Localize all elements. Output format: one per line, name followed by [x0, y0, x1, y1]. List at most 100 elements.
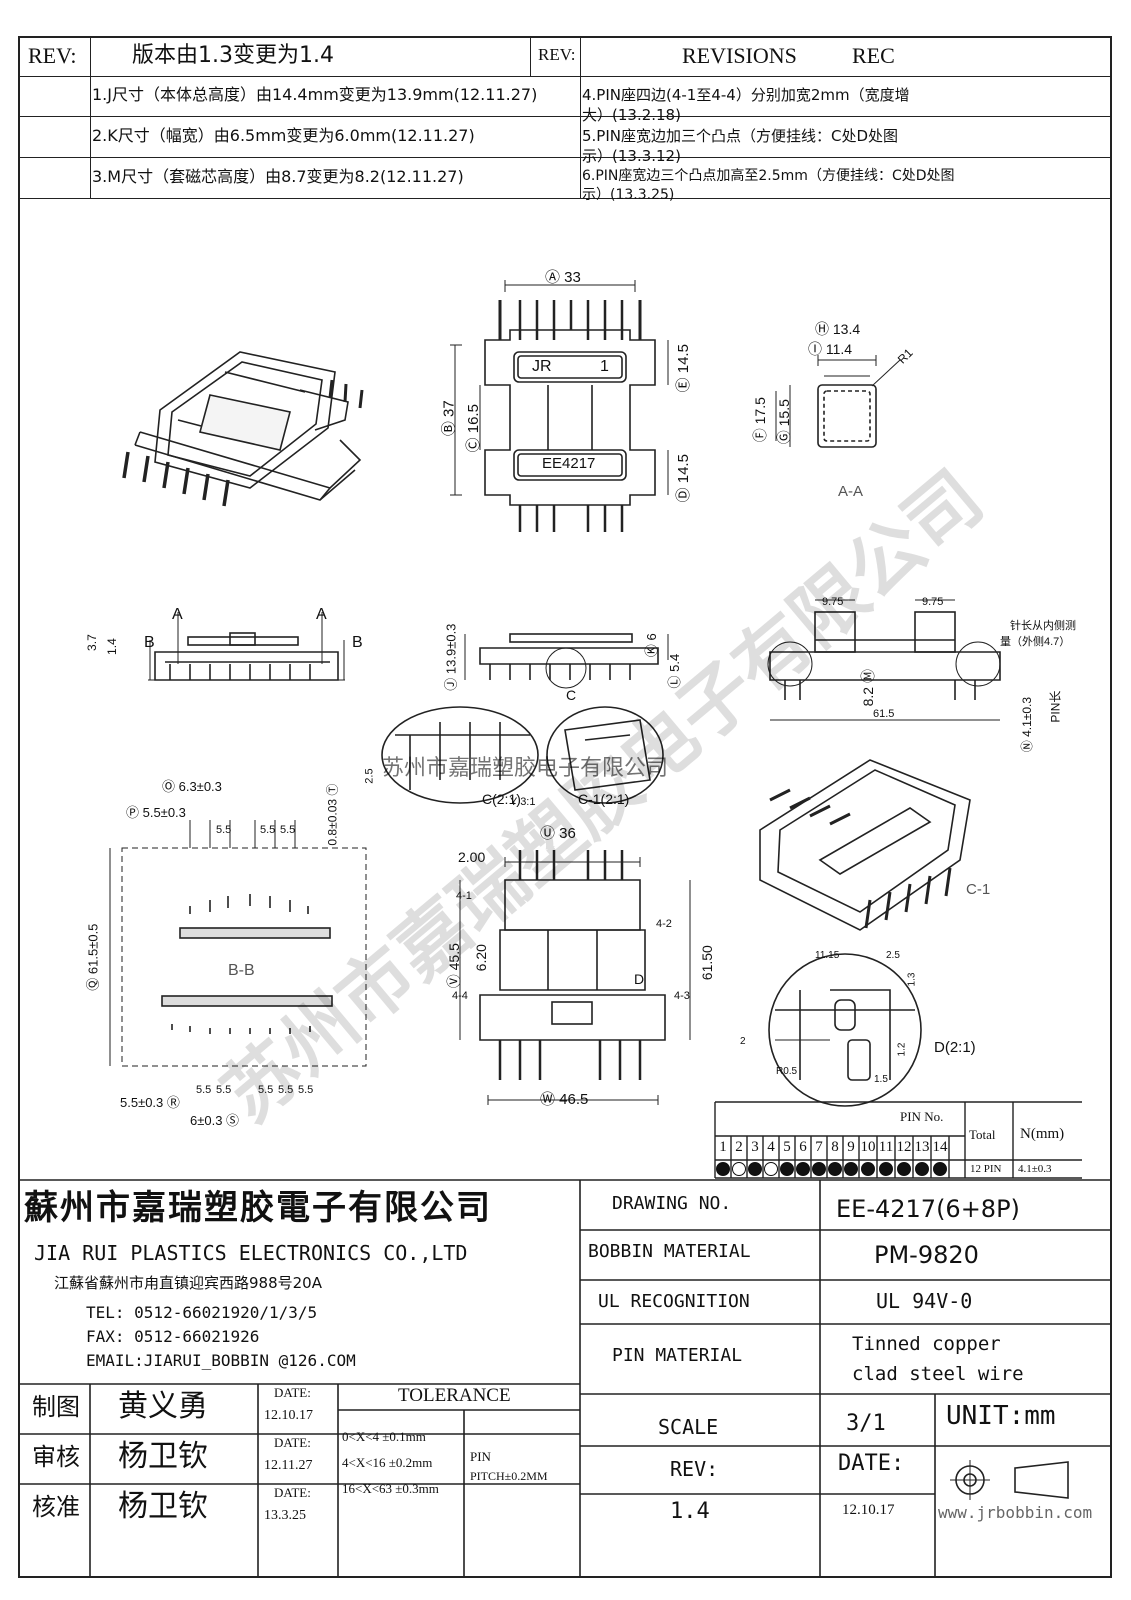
pin-number-3: 3 [751, 1139, 759, 1155]
section-aa-label: A-A [838, 483, 864, 500]
dim-r2: 5.5±0.3 Ⓡ [120, 1095, 180, 1110]
signoff-date-approve: 13.3.25 [264, 1508, 306, 1523]
rec-label: REC [852, 43, 895, 68]
company-name-en: JIA RUI PLASTICS ELECTRONICS CO.,LTD [34, 1241, 468, 1265]
revision-left-1: 1.J尺寸（本体总高度）由14.4mm变更为13.9mm(12.11.27) [92, 85, 538, 104]
pin-indicator-12 [897, 1162, 911, 1176]
dim-1-5: 1.5 [874, 1074, 888, 1085]
dim-1-4: 1.4 [104, 638, 119, 655]
dim-6-20: 6.20 [472, 944, 489, 972]
tolerance-row-3: 16<X<63 ±0.3mm [342, 1481, 439, 1496]
section-aa-view [775, 355, 901, 448]
dim-1-3: 1.3 [906, 972, 918, 987]
revision-right-4a: 4.PIN座四边(4-1至4-4）分别加宽2mm（宽度增 [582, 86, 910, 104]
dim-5-5-a: 5.5 [216, 824, 232, 836]
dim-j: Ⓙ 13.9±0.3 [443, 623, 459, 691]
rev-label-right: REV: [538, 45, 576, 64]
company-fax: FAX: 0512-66021926 [86, 1327, 260, 1346]
company-name-cn: 蘇州市嘉瑞塑胶電子有限公司 [24, 1188, 492, 1228]
dim-61-50: 61.50 [698, 945, 715, 981]
dim-m: 8.2 Ⓜ [859, 669, 876, 707]
dim-w: Ⓦ 46.5 [540, 1091, 589, 1108]
revision-right-6b: 示）(13.3.25) [582, 187, 675, 203]
pin-number-10: 10 [860, 1139, 876, 1155]
rev-description: 版本由1.3变更为1.4 [132, 43, 334, 68]
pin-material-label: PIN MATERIAL [612, 1345, 743, 1366]
dim-2-d: 2 [740, 1036, 746, 1047]
dim-5-5-h: 5.5 [298, 1084, 314, 1096]
label-c: C [566, 687, 577, 703]
signoff-date-label-draw: DATE: [274, 1385, 311, 1400]
bottom-view-bobbin [459, 850, 691, 1105]
scale-label: SCALE [658, 1415, 719, 1439]
pin-indicator-11 [879, 1162, 893, 1176]
website: www.jrbobbin.com [938, 1503, 1093, 1522]
tag-4-4: 4-4 [452, 990, 468, 1002]
pin-table-header: PIN No. [900, 1109, 944, 1124]
dim-l: Ⓛ 5.4 [667, 653, 683, 689]
signoff-role-review: 审核 [32, 1443, 80, 1471]
side-view-left [148, 612, 345, 681]
company-address: 江蘇省蘇州市甪直镇迎宾西路988号20A [54, 1274, 322, 1292]
dim-2-5-d: 2.5 [886, 950, 900, 961]
tolerance-row-2: 4<X<16 ±0.2mm [342, 1455, 433, 1470]
dim-a: Ⓐ 33 [545, 269, 581, 286]
dim-o: Ⓞ 6.3±0.3 [162, 779, 222, 794]
signoff-role-draw: 制图 [32, 1393, 80, 1421]
dim-t: 0.8±0.03 Ⓣ [325, 783, 340, 846]
date-label-title: DATE: [838, 1451, 905, 1476]
dim-u: Ⓤ 36 [540, 825, 576, 842]
signoff-role-approve: 核准 [32, 1493, 80, 1521]
pin-length-note-2: 量（外侧4.7） [1000, 636, 1071, 648]
tag-4-1: 4-1 [456, 890, 472, 902]
pin-number-4: 4 [767, 1139, 775, 1155]
pin-material-value-2: clad steel wire [852, 1363, 1024, 1385]
pin-indicator-7 [812, 1162, 826, 1176]
side-view-centre [464, 633, 669, 689]
signoff-date-review: 12.11.27 [264, 1458, 313, 1473]
section-bb-view [109, 820, 367, 1067]
bobbin-material-value: PM-9820 [874, 1241, 979, 1269]
pin-number-5: 5 [783, 1139, 791, 1155]
bobbin-model-label: EE4217 [542, 455, 596, 472]
revision-left-3: 3.M尺寸（套磁芯高度）由8.7变更为8.2(12.11.27) [92, 167, 464, 186]
dim-f: Ⓕ 17.5 [751, 397, 768, 443]
section-right-view [767, 599, 1001, 721]
detail-c1-label: C-1(2:1) [578, 791, 630, 807]
top-view-bobbin [450, 280, 669, 532]
dim-b: Ⓑ 37 [440, 400, 458, 437]
pin-number-6: 6 [799, 1139, 807, 1155]
dim-9-75-right: 9.75 [922, 596, 944, 608]
signoff-date-label-approve: DATE: [274, 1485, 311, 1500]
ul-recognition-value: UL 94V-0 [876, 1289, 973, 1313]
detail-c-label: C(2:1) [482, 791, 521, 807]
label-d: D [634, 971, 645, 987]
dim-5-5-b: 5.5 [260, 824, 276, 836]
dim-5-5-g: 5.5 [278, 1084, 294, 1096]
ul-recognition-label: UL RECOGNITION [598, 1291, 750, 1312]
pin-number-1: 1 [719, 1139, 727, 1155]
signoff-name-approve: 杨卫钦 [118, 1489, 208, 1524]
dim-5-5-e: 5.5 [216, 1084, 232, 1096]
section-b-left: B [144, 634, 155, 651]
tag-4-3: 4-3 [674, 990, 690, 1002]
dim-5-5-f: 5.5 [258, 1084, 274, 1096]
dim-1-2: 1.2 [896, 1042, 908, 1057]
pin-number-7: 7 [815, 1139, 823, 1155]
signoff-name-draw: 黄义勇 [118, 1389, 208, 1424]
dim-q: Ⓠ 61.5±0.5 [85, 923, 101, 991]
pin-indicator-6 [796, 1162, 810, 1176]
dim-k: Ⓚ 6 [643, 633, 659, 658]
pin-indicator-4 [764, 1162, 778, 1176]
pin-number-11: 11 [878, 1139, 894, 1155]
dim-s: 6±0.3 Ⓢ [190, 1113, 240, 1128]
dim-r0-5: R0.5 [776, 1066, 798, 1077]
pin-indicator-9 [844, 1162, 858, 1176]
tolerance-title: TOLERANCE [398, 1385, 511, 1406]
dim-e: Ⓔ 14.5 [674, 344, 692, 393]
scale-y-label: Y 3:1 [510, 796, 536, 808]
pin-number-8: 8 [831, 1139, 839, 1155]
section-a-left: A [172, 606, 183, 623]
dim-5-5-d: 5.5 [196, 1084, 212, 1096]
